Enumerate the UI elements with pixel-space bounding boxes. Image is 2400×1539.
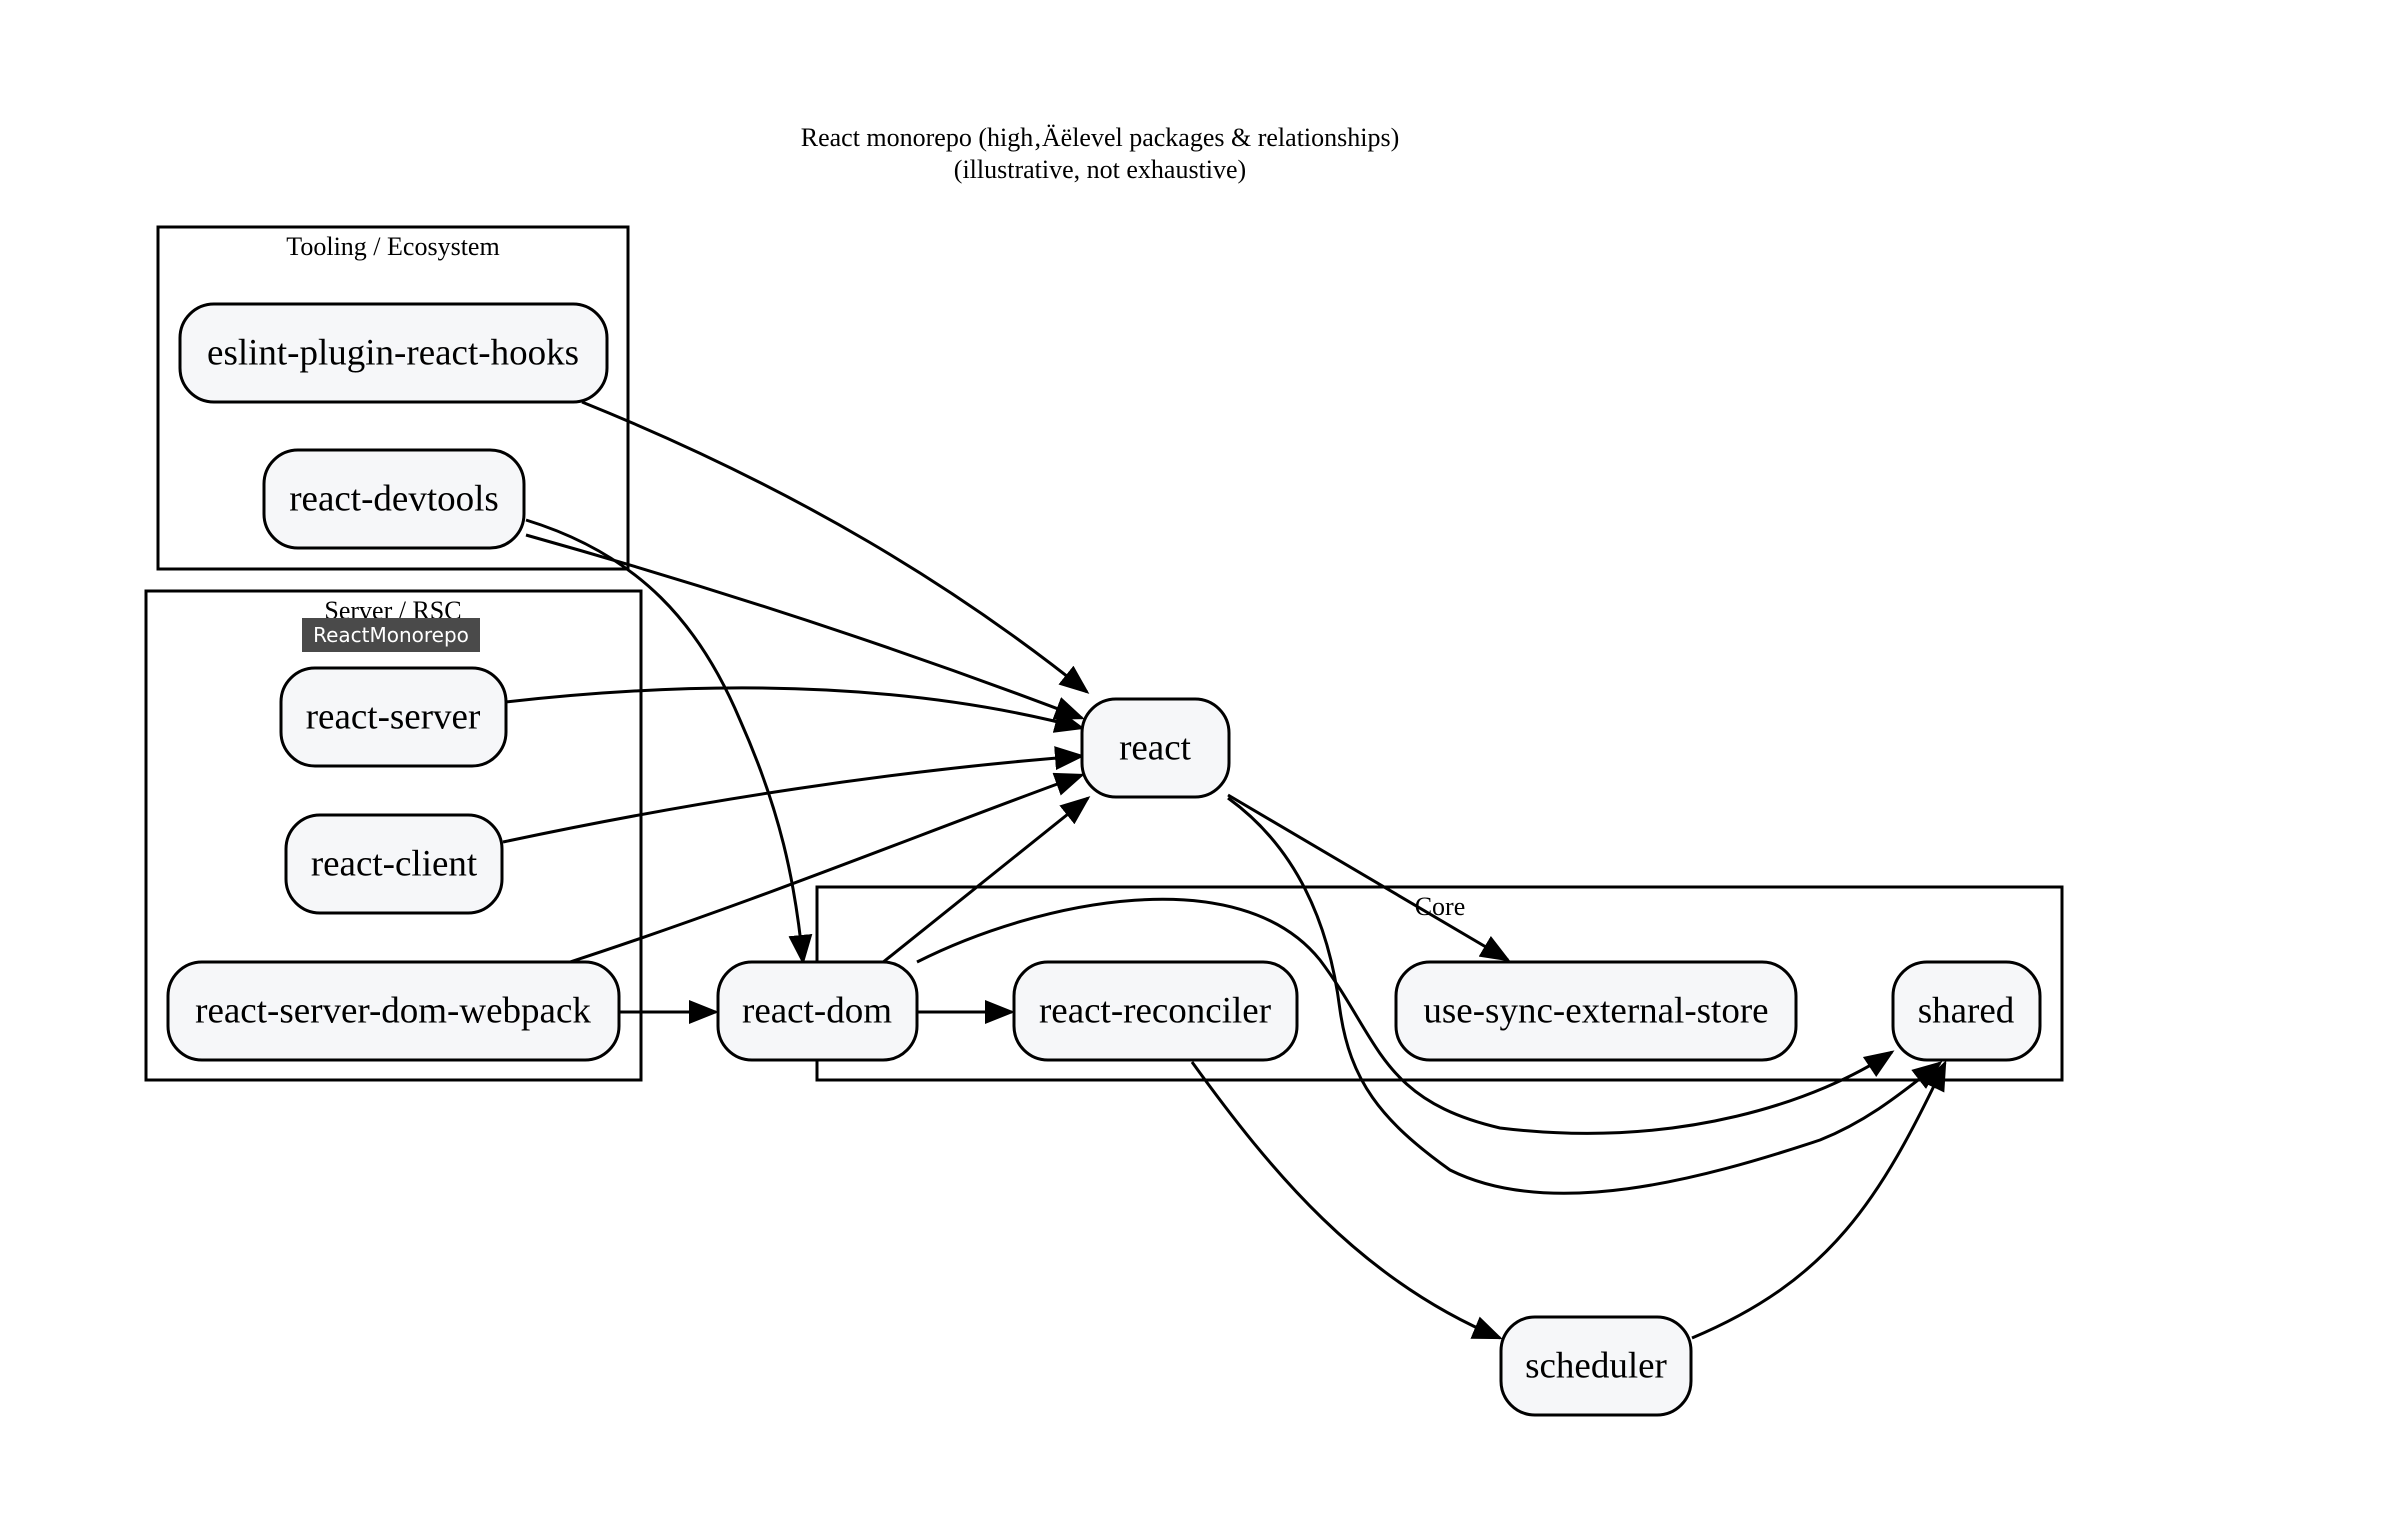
node-scheduler-label: scheduler: [1525, 1346, 1667, 1387]
edge-dom-to-react: [881, 796, 1091, 965]
node-react-dom[interactable]: react-dom: [716, 960, 919, 1062]
node-use-sync-external-store-label: use-sync-external-store: [1423, 991, 1768, 1032]
node-react-server[interactable]: react-server: [279, 666, 508, 768]
edge-dom-to-shared: [916, 897, 1895, 1135]
tooltip-text: ReactMonorepo: [313, 623, 469, 647]
cluster-core-label: Core: [1415, 892, 1466, 921]
diagram-subtitle: (illustrative, not exhaustive): [954, 155, 1246, 184]
node-shared[interactable]: shared: [1891, 960, 2042, 1062]
node-eslint-plugin-react-hooks[interactable]: eslint-plugin-react-hooks: [178, 302, 609, 404]
edge-scheduler-to-shared: [1691, 1060, 1947, 1340]
edge-eslint-to-react: [581, 400, 1090, 694]
node-scheduler[interactable]: scheduler: [1499, 1315, 1693, 1417]
node-shared-label: shared: [1918, 991, 2015, 1032]
node-react-reconciler-label: react-reconciler: [1039, 991, 1271, 1032]
node-react-server-label: react-server: [306, 697, 481, 738]
node-eslint-plugin-react-hooks-label: eslint-plugin-react-hooks: [207, 333, 579, 374]
node-react-server-dom-webpack[interactable]: react-server-dom-webpack: [166, 960, 621, 1062]
diagram-title: React monorepo (high‚Äëlevel packages & …: [801, 123, 1400, 152]
tooltip: ReactMonorepo: [302, 618, 480, 652]
cluster-tooling: Tooling / Ecosystem: [156, 225, 630, 571]
edge-react-to-shared: [1227, 796, 1943, 1195]
edge-react-to-uses: [1227, 793, 1511, 962]
edge-reconciler-to-scheduler: [1190, 1061, 1503, 1340]
node-react-label: react: [1119, 728, 1192, 769]
node-react-client[interactable]: react-client: [284, 813, 504, 915]
node-use-sync-external-store[interactable]: use-sync-external-store: [1394, 960, 1798, 1062]
node-react-devtools-label: react-devtools: [289, 479, 499, 520]
edge-server-to-react: [505, 686, 1085, 733]
edge-rsdw-to-react: [569, 772, 1085, 964]
node-react-dom-label: react-dom: [742, 991, 892, 1032]
node-react-server-dom-webpack-label: react-server-dom-webpack: [195, 991, 591, 1032]
node-react-reconciler[interactable]: react-reconciler: [1012, 960, 1299, 1062]
edge-client-to-react: [502, 746, 1085, 844]
cluster-tooling-label: Tooling / Ecosystem: [286, 232, 499, 261]
node-react-devtools[interactable]: react-devtools: [262, 448, 526, 550]
node-react[interactable]: react: [1080, 697, 1231, 799]
node-react-client-label: react-client: [311, 844, 478, 885]
